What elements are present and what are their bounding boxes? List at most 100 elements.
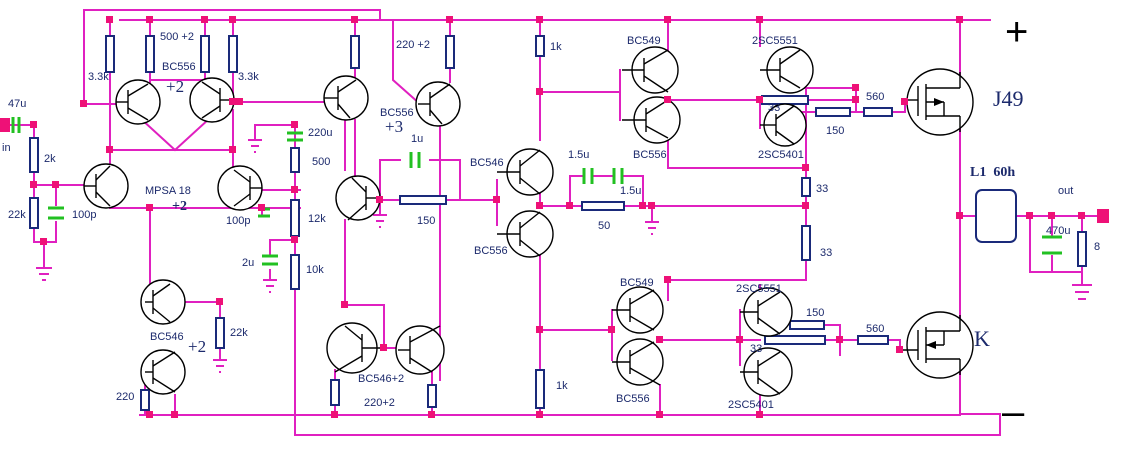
transistor-bc556-bot	[612, 338, 664, 386]
label-bc549-bot: BC549	[620, 277, 654, 289]
label-r-33-a: 33	[816, 183, 828, 195]
resistor-3k3-b	[228, 35, 238, 73]
label-gain-left: +2	[188, 337, 206, 356]
resistor-12k	[290, 199, 300, 237]
transistor-bc549-bot	[612, 286, 664, 334]
resistor-33-a	[801, 177, 811, 197]
label-r-1k-top: 1k	[550, 41, 562, 53]
label-r-220-2-top: 220 +2	[396, 39, 430, 51]
transistor-bc556-top	[622, 96, 681, 144]
capacitor-2u	[262, 254, 278, 266]
ground-icon	[248, 139, 262, 153]
label-c-2u: 2u	[242, 257, 254, 269]
transistor-bc556-3	[415, 81, 461, 127]
label-sc5401-top: 2SC5401	[758, 149, 804, 161]
label-c-100p-b: 100p	[226, 215, 250, 227]
resistor-50	[581, 201, 625, 211]
label-sc5401-bot: 2SC5401	[728, 399, 774, 411]
capacitor-100p-a	[48, 206, 64, 220]
resistor-560-bot	[857, 335, 889, 345]
ground-icon	[645, 221, 659, 235]
label-bc546-mid: BC546	[470, 157, 504, 169]
resistor-10k	[290, 254, 300, 290]
label-r-560-top: 560	[866, 91, 884, 103]
resistor-sink-a	[330, 379, 340, 406]
transistor-2sc5401-top	[760, 103, 807, 147]
resistors	[29, 35, 1087, 411]
label-mpsa18-gain: +2	[172, 199, 187, 214]
label-bc549-top: BC549	[627, 35, 661, 47]
label-r-2k: 2k	[44, 153, 56, 165]
transistor-bc556-mid	[497, 210, 554, 258]
capacitor-1-5u-a	[582, 168, 594, 184]
ground-icon	[373, 214, 387, 228]
transistor-2sc5551-top	[760, 46, 814, 94]
label-j49: J49	[993, 86, 1024, 111]
capacitors	[11, 117, 1062, 266]
transistor-input-left	[115, 79, 161, 125]
transistor-220-left	[140, 349, 186, 395]
mosfets	[900, 68, 974, 379]
label-sc5551-bot: 2SC5551	[736, 283, 782, 295]
label-r-22k-left: 22k	[230, 327, 248, 339]
input-connector	[0, 118, 10, 132]
label-load-8: 8	[1094, 241, 1100, 253]
label-bc556-top: BC556	[633, 149, 667, 161]
resistor-1k-top	[535, 35, 545, 57]
label-bc556-pair: BC556	[162, 61, 196, 73]
label-c-1-5u-a: 1.5u	[568, 149, 589, 161]
label-sc5551-top: 2SC5551	[752, 35, 798, 47]
label-bc556-3: BC556	[380, 107, 414, 119]
resistor-220-2-bot	[427, 384, 437, 408]
label-r-12k: 12k	[308, 213, 326, 225]
label-r-500: 500	[312, 156, 330, 168]
ground-icon	[36, 267, 52, 281]
label-c-1-5u-b: 1.5u	[620, 185, 641, 197]
resistor-150-top	[815, 107, 851, 117]
label-r-50: 50	[598, 220, 610, 232]
ground-icon	[263, 279, 277, 293]
transistor-vas-mid	[335, 175, 381, 221]
label-r-3k3-b: 3.3k	[238, 71, 259, 83]
ground-icon	[1072, 284, 1092, 300]
transistor-bc546-left	[140, 279, 186, 325]
wiring	[0, 9, 1101, 436]
resistor-150-bot	[789, 320, 825, 330]
label-bc556-mid: BC556	[474, 245, 508, 257]
capacitor-1u	[409, 152, 421, 168]
label-c-100p-a: 100p	[72, 209, 96, 221]
transistor-bc546-2	[395, 325, 445, 375]
resistor-22k-input	[29, 197, 39, 229]
label-r-1k-bot: 1k	[556, 380, 568, 392]
label-c-1u: 1u	[411, 133, 423, 145]
transistor-bc549-top	[622, 46, 679, 94]
ground-icon	[213, 359, 227, 373]
resistor-bc556-emitter	[145, 35, 155, 73]
resistor-vas-top	[350, 35, 360, 69]
label-r-150-mid: 150	[417, 215, 435, 227]
resistor-150-mid	[399, 195, 447, 205]
resistor-3k3-a	[105, 35, 115, 73]
mosfet-k	[900, 311, 974, 379]
label-in: in	[2, 142, 11, 154]
label-r-220-left: 220	[116, 391, 134, 403]
capacitor-47u	[11, 117, 21, 133]
label-r-500-2: 500 +2	[160, 31, 194, 43]
capacitor-220u	[287, 131, 303, 142]
label-r-22k-input: 22k	[8, 209, 26, 221]
transistors	[83, 46, 814, 397]
label-r-150-bot: 150	[806, 307, 824, 319]
label-pair-gain: +2	[166, 77, 184, 96]
transistor-bc546-mid	[497, 148, 554, 196]
labels: 47u in 2k 22k 100p 3.3k BC556 +2 500 +2 …	[2, 10, 1100, 434]
label-r-3k3-a: 3.3k	[88, 71, 109, 83]
label-r-220-2-bot: 220+2	[364, 397, 395, 409]
transistor-2sc5401-bot	[740, 347, 793, 397]
resistor-500-2	[200, 35, 210, 73]
label-cap-47u: 47u	[8, 98, 26, 110]
label-r-150-top: 150	[826, 125, 844, 137]
resistor-500	[290, 147, 300, 173]
junction-nodes	[30, 16, 1085, 418]
resistor-2k	[29, 137, 39, 173]
